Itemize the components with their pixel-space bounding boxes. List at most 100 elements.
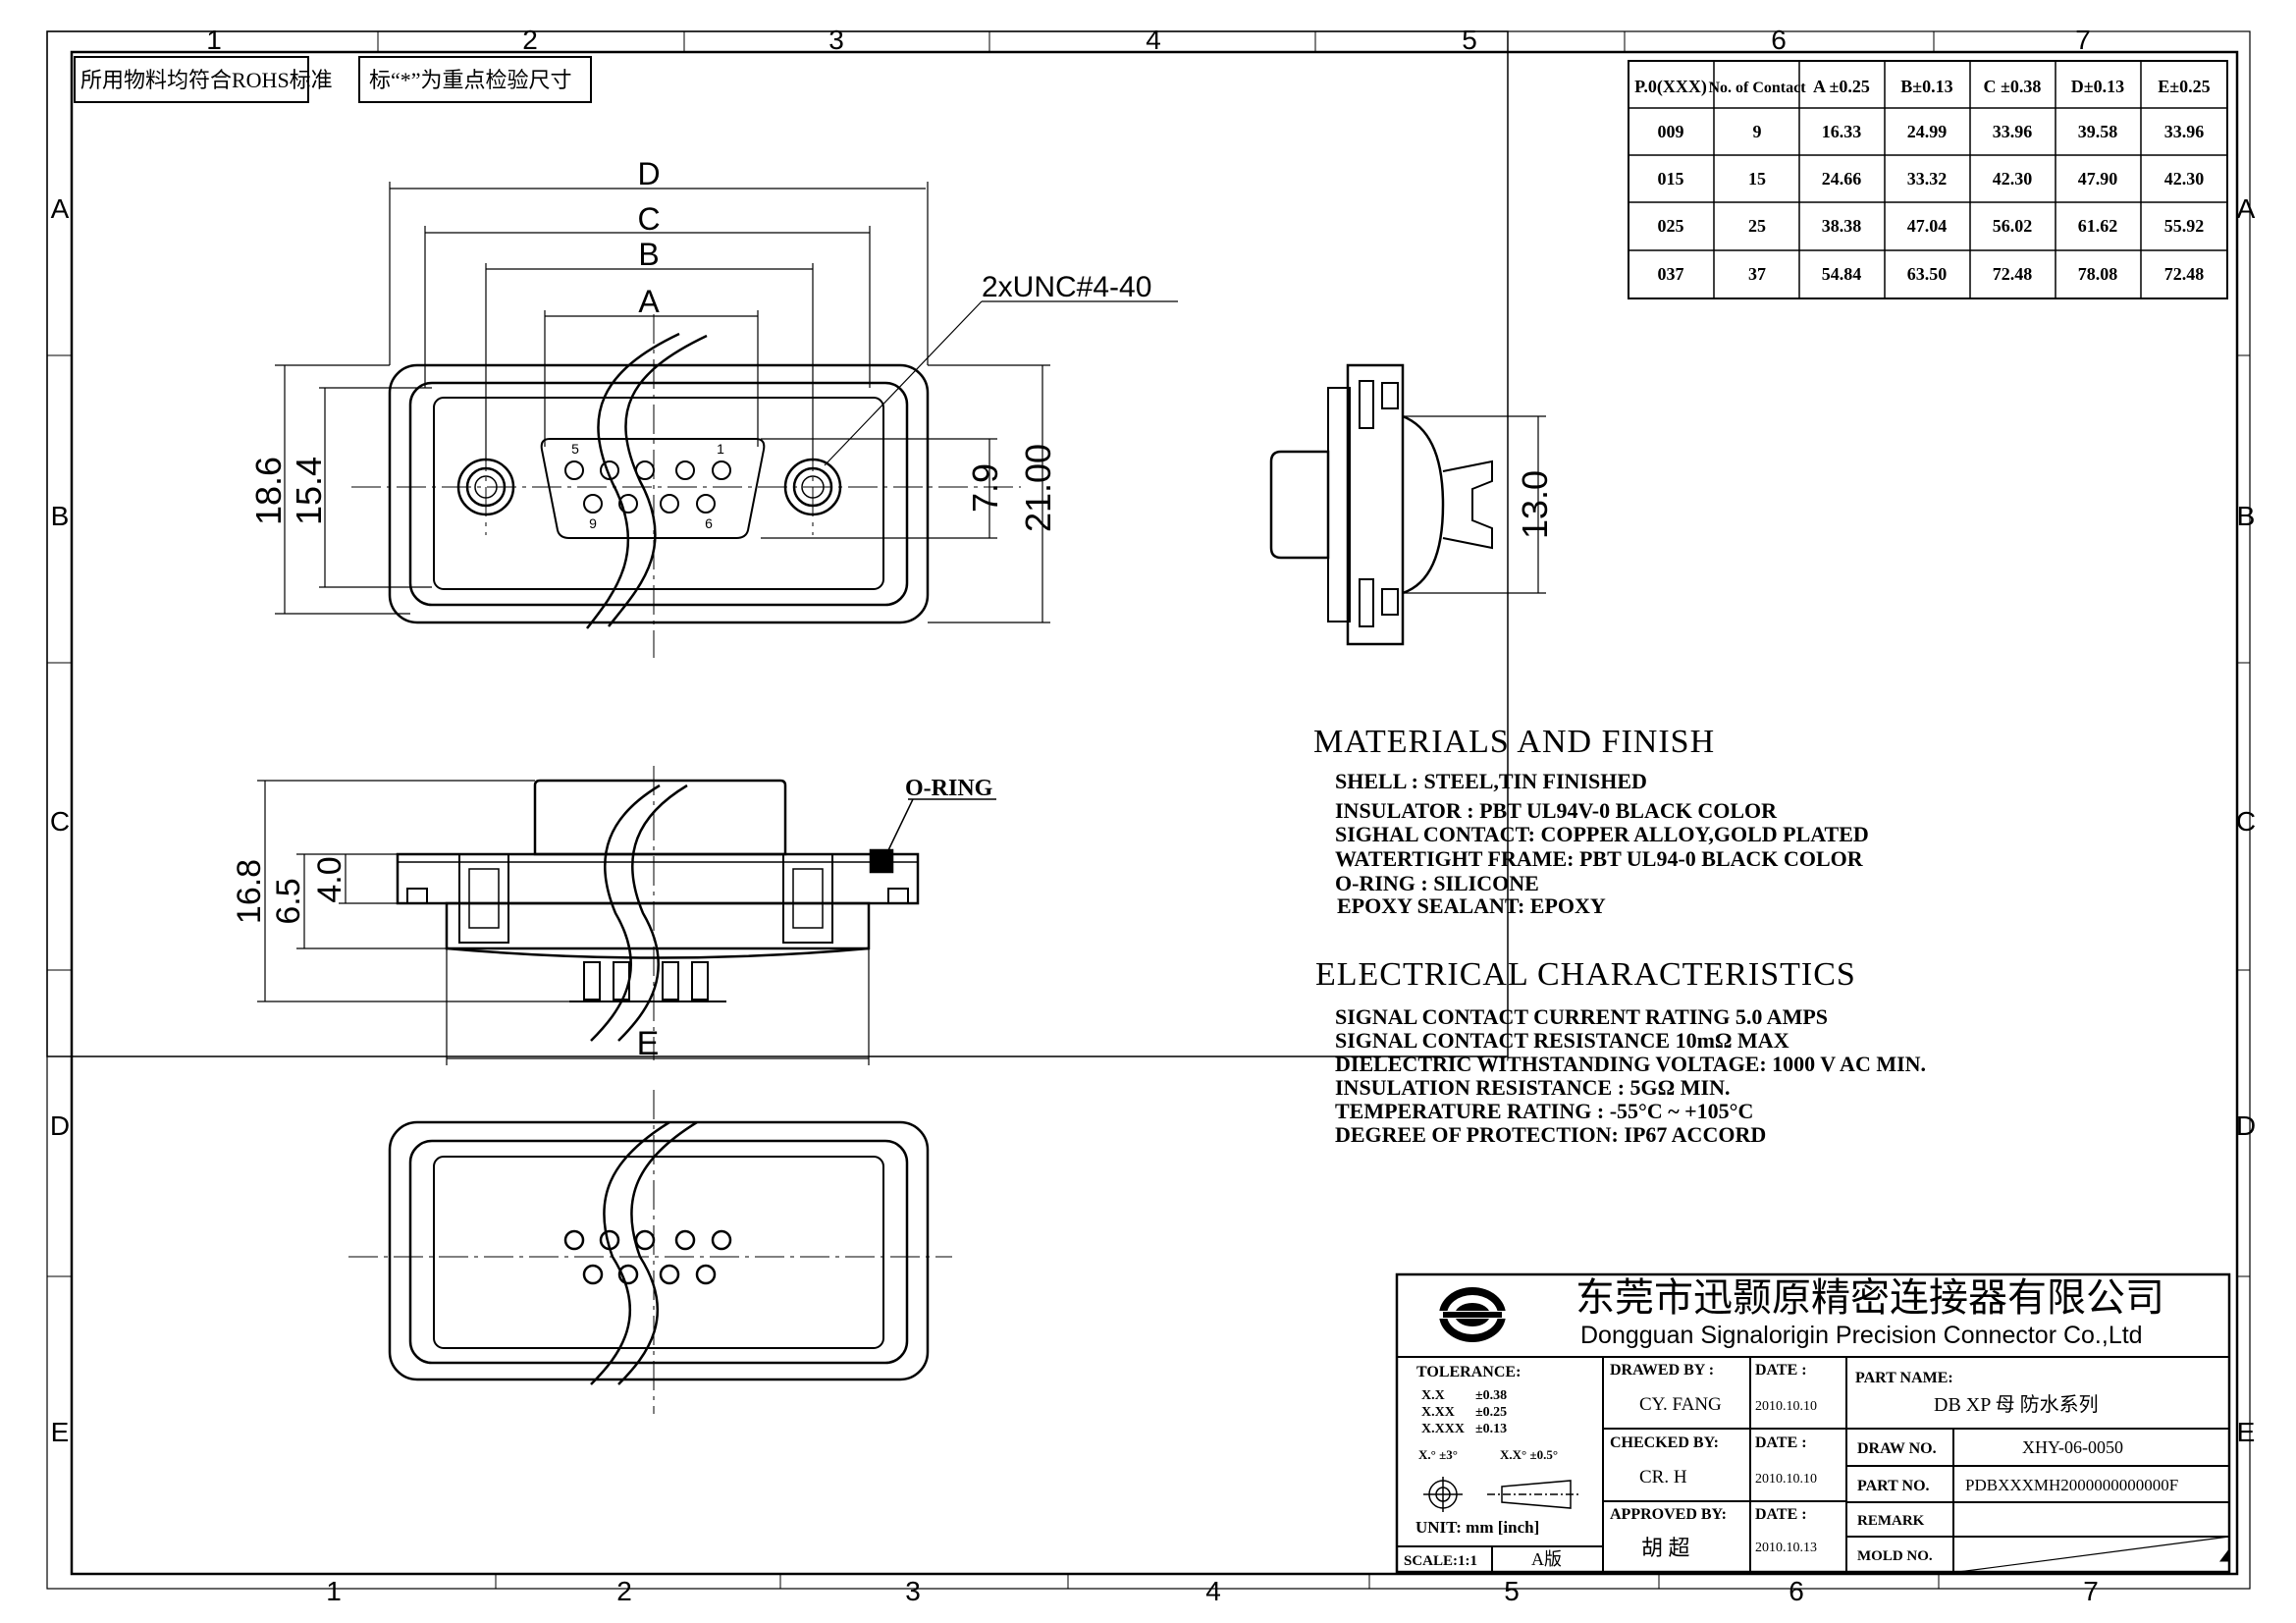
tol-angle-1: X.° ±3° — [1418, 1447, 1458, 1462]
projection-symbol-icon — [1423, 1477, 1580, 1512]
table-header: P.0(XXX) — [1634, 77, 1707, 97]
dimension-table-text: P.0(XXX) No. of Contact A ±0.25 B±0.13 C… — [1634, 77, 2211, 284]
center-lines — [348, 1090, 952, 1414]
electrical-line: INSULATION RESISTANCE : 5GΩ MIN. — [1335, 1075, 1730, 1100]
table-cell: 015 — [1658, 169, 1684, 189]
table-cell: 33.96 — [2164, 122, 2205, 141]
table-cell: 39.58 — [2078, 122, 2118, 141]
side-view — [1269, 363, 1546, 646]
table-cell: 47.04 — [1907, 216, 1948, 236]
table-cell: 72.48 — [1993, 264, 2033, 284]
table-cell: 33.32 — [1907, 169, 1948, 189]
row-right-e: E — [2237, 1417, 2256, 1447]
col-top-7: 7 — [2075, 25, 2091, 55]
table-header: E±0.25 — [2158, 77, 2210, 96]
row-right-b: B — [2237, 501, 2256, 531]
title-block-text: 东莞市迅颢原精密连接器有限公司 Dongguan Signalorigin Pr… — [1404, 1275, 2178, 1569]
dim-15-4: 15.4 — [289, 457, 329, 525]
dim-c: C — [637, 201, 660, 237]
tolerance-label: TOLERANCE: — [1416, 1364, 1521, 1380]
front-dimensions — [275, 182, 1178, 623]
materials-line: WATERTIGHT FRAME: PBT UL94-0 BLACK COLOR — [1335, 846, 1864, 871]
approved-by: 胡 超 — [1641, 1536, 1690, 1560]
part-no: PDBXXXMH2000000000000F — [1965, 1476, 2178, 1494]
rohs-note: 所用物料均符合ROHS标准 — [80, 68, 333, 92]
dim-6-5: 6.5 — [270, 878, 307, 924]
break-line — [608, 334, 708, 627]
col-top-6: 6 — [1771, 25, 1787, 55]
break-line — [617, 1120, 698, 1385]
col-bottom-7: 7 — [2083, 1576, 2099, 1606]
dimension-table — [1628, 60, 2228, 299]
front-view — [388, 363, 930, 624]
table-header: C ±0.38 — [1984, 77, 2042, 96]
row-right-d: D — [2236, 1110, 2256, 1141]
col-top-4: 4 — [1146, 25, 1161, 55]
col-bottom-6: 6 — [1789, 1576, 1804, 1606]
row-left-e: E — [51, 1417, 70, 1447]
table-cell: 25 — [1748, 216, 1766, 236]
table-header: A ±0.25 — [1813, 77, 1870, 96]
electrical-line: SIGNAL CONTACT RESISTANCE 10mΩ MAX — [1335, 1028, 1789, 1053]
col-bottom-1: 1 — [326, 1576, 342, 1606]
electrical-line: SIGNAL CONTACT CURRENT RATING 5.0 AMPS — [1335, 1004, 1828, 1029]
date-label: DATE : — [1755, 1362, 1807, 1379]
col-bottom-4: 4 — [1205, 1576, 1221, 1606]
table-cell: 24.66 — [1822, 169, 1862, 189]
table-header: No. of Contact — [1708, 80, 1806, 96]
pin-label-9: 9 — [589, 515, 597, 531]
drawn-by-label: DRAWED BY : — [1610, 1362, 1714, 1379]
dim-21-00: 21.00 — [1018, 444, 1058, 532]
date-checked: 2010.10.10 — [1755, 1472, 1817, 1487]
table-cell: 38.38 — [1822, 216, 1862, 236]
table-cell: 54.84 — [1822, 264, 1862, 284]
materials-line: SIGHAL CONTACT: COPPER ALLOY,GOLD PLATED — [1335, 822, 1869, 846]
thread-callout: 2xUNC#4-40 — [982, 271, 1151, 303]
date-label: DATE : — [1755, 1434, 1807, 1451]
company-name-cn: 东莞市迅颢原精密连接器有限公司 — [1575, 1275, 2164, 1320]
table-cell: 37 — [1748, 264, 1766, 284]
break-line — [590, 1120, 670, 1385]
table-cell: 78.08 — [2078, 264, 2118, 284]
table-cell: 55.92 — [2164, 216, 2205, 236]
pin-label-6: 6 — [705, 515, 713, 531]
front-dimension-labels: D C B A 2xUNC#4-40 18.6 15.4 7.9 21.00 5… — [248, 156, 1151, 532]
key-dimension-note: 标“*”为重点检验尺寸 — [369, 68, 572, 92]
table-cell: 33.96 — [1993, 122, 2033, 141]
contact-pins — [563, 1229, 732, 1285]
dim-16-8: 16.8 — [231, 859, 268, 924]
tol-xxxx-value: ±0.13 — [1475, 1422, 1507, 1436]
version-label: A版 — [1531, 1549, 1562, 1569]
date-drawn: 2010.10.10 — [1755, 1399, 1817, 1414]
zone-labels: 1 2 3 4 5 6 7 1 2 3 4 5 6 7 A B C D E A … — [50, 25, 2256, 1606]
materials-section: MATERIALS AND FINISH SHELL : STEEL,TIN F… — [1313, 724, 1869, 918]
row-left-d: D — [50, 1110, 70, 1141]
col-top-5: 5 — [1462, 25, 1477, 55]
date-approved: 2010.10.13 — [1755, 1541, 1817, 1555]
electrical-title: ELECTRICAL CHARACTERISTICS — [1315, 956, 1856, 993]
col-bottom-3: 3 — [905, 1576, 921, 1606]
dim-e: E — [637, 1025, 660, 1062]
table-cell: 025 — [1658, 216, 1684, 236]
notes: 所用物料均符合ROHS标准 标“*”为重点检验尺寸 — [74, 56, 592, 103]
table-cell: 9 — [1753, 122, 1762, 141]
table-cell: 24.99 — [1907, 122, 1948, 141]
materials-line: SHELL : STEEL,TIN FINISHED — [1335, 769, 1647, 793]
table-cell: 63.50 — [1907, 264, 1948, 284]
materials-line: INSULATOR : PBT UL94V-0 BLACK COLOR — [1335, 798, 1778, 823]
row-left-b: B — [51, 501, 70, 531]
pin-label-1: 1 — [717, 441, 724, 457]
draw-no-label: DRAW NO. — [1857, 1440, 1937, 1457]
materials-title: MATERIALS AND FINISH — [1313, 724, 1715, 760]
dim-b: B — [638, 237, 659, 272]
electrical-line: DEGREE OF PROTECTION: IP67 ACCORD — [1335, 1122, 1766, 1147]
table-cell: 16.33 — [1822, 122, 1862, 141]
checked-by-label: CHECKED BY: — [1610, 1434, 1719, 1451]
table-header: D±0.13 — [2071, 77, 2124, 96]
materials-line: EPOXY SEALANT: EPOXY — [1337, 893, 1606, 918]
part-no-label: PART NO. — [1857, 1478, 1930, 1494]
electrical-line: DIELECTRIC WITHSTANDING VOLTAGE: 1000 V … — [1335, 1052, 1926, 1076]
col-top-2: 2 — [522, 25, 538, 55]
part-name: DB XP 母 防水系列 — [1934, 1393, 2099, 1416]
dim-18-6: 18.6 — [248, 457, 289, 525]
